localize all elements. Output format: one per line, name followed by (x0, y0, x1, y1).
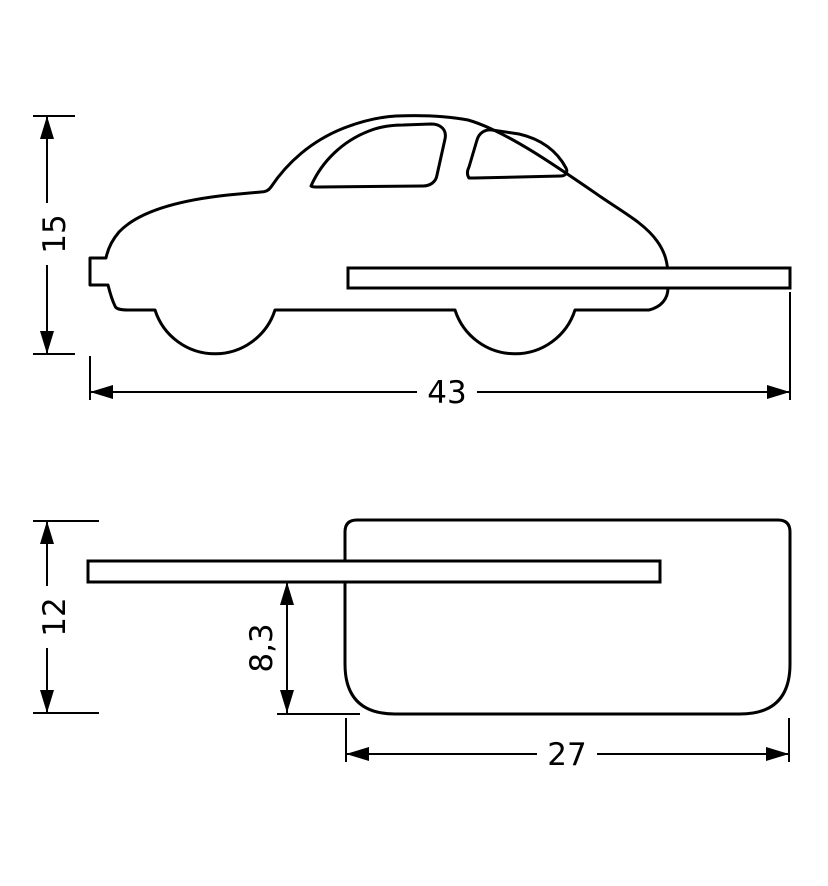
label-background (537, 735, 597, 773)
dimension-label-shelf-drop: 8,3 (244, 623, 280, 672)
dimension-shelf-drop: 8,3 (244, 582, 360, 715)
front-view: 15 43 (33, 114, 792, 411)
arrowhead-up-icon (280, 582, 294, 605)
arrowhead-right-icon (767, 385, 790, 399)
dimension-label-depth: 27 (547, 737, 586, 773)
side-view: 12 8,3 27 (33, 518, 792, 773)
arrowhead-down-icon (280, 690, 294, 713)
shelf-board-front-view (346, 266, 792, 290)
label-background (417, 373, 477, 411)
dimension-label-side-height: 12 (37, 597, 73, 636)
arrowhead-left-icon (346, 747, 369, 761)
dimension-side-height: 12 (33, 520, 99, 714)
arrowhead-left-icon (90, 385, 113, 399)
arrowhead-right-icon (766, 747, 789, 761)
car-outline (88, 114, 670, 356)
arrowhead-down-icon (40, 331, 54, 354)
arrowhead-down-icon (40, 690, 54, 713)
arrowhead-up-icon (40, 521, 54, 544)
dimension-body-depth: 27 (345, 718, 790, 773)
dimension-label-height: 15 (37, 214, 73, 253)
dimension-total-width: 43 (89, 292, 791, 411)
dimension-label-width: 43 (427, 375, 466, 411)
dimension-car-height: 15 (33, 115, 75, 355)
arrowhead-up-icon (40, 116, 54, 139)
label-background (36, 203, 72, 265)
shelf-body-side-view (343, 518, 792, 716)
car-front-window (309, 122, 447, 189)
car-rear-window (466, 128, 569, 180)
shelf-board-side-view (86, 559, 662, 584)
label-background (36, 586, 72, 648)
